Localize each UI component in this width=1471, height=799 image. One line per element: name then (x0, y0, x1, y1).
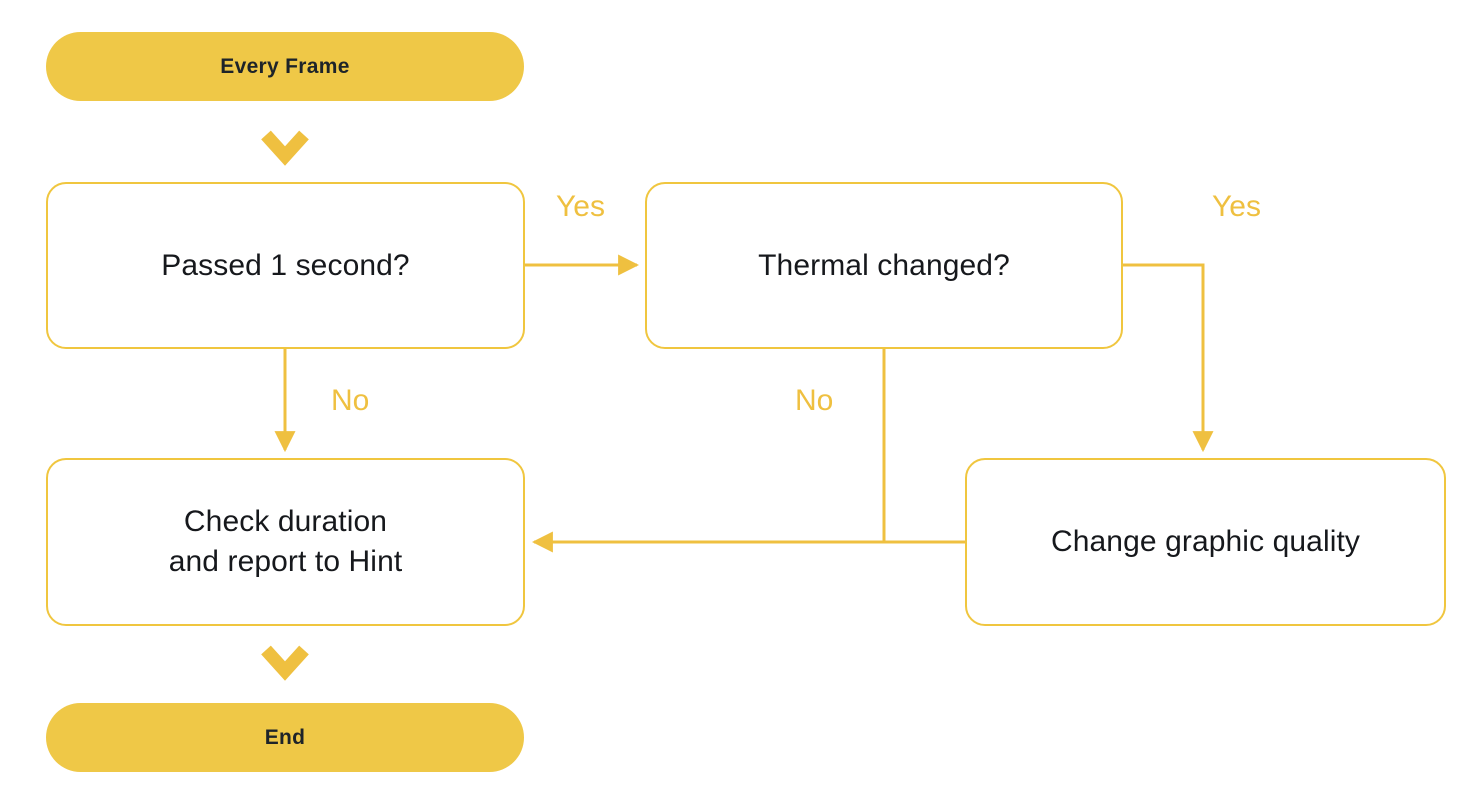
node-end-label: End (264, 725, 306, 749)
edge-label-passed-no: No (331, 384, 370, 417)
node-passed-1-second[interactable]: Passed 1 second? (46, 182, 525, 349)
edge-thermal-no-line (531, 349, 886, 553)
node-end[interactable]: End (46, 703, 524, 772)
edge-thermal-yes-line (1122, 263, 1214, 453)
node-check-duration-line1: Check duration (183, 505, 388, 539)
node-check-duration-line2: and report to Hint (168, 545, 403, 578)
edge-label-passed-yes: Yes (556, 190, 605, 223)
node-change-graphic-quality[interactable]: Change graphic quality (965, 458, 1446, 626)
chevron-down-icon-bottom (261, 645, 309, 681)
node-every-frame[interactable]: Every Frame (46, 32, 524, 101)
node-check-duration[interactable]: Check duration and report to Hint (46, 458, 525, 626)
node-check-duration-label: Check duration and report to Hint (169, 502, 403, 582)
node-every-frame-label: Every Frame (220, 54, 350, 78)
edge-label-thermal-no: No (795, 384, 834, 417)
chevron-down-icon-top (261, 130, 309, 166)
edge-label-thermal-yes: Yes (1212, 190, 1261, 223)
node-change-graphic-quality-label: Change graphic quality (1050, 525, 1361, 559)
node-passed-1-second-label: Passed 1 second? (161, 248, 410, 282)
node-thermal-changed-label: Thermal changed? (758, 248, 1010, 282)
node-thermal-changed[interactable]: Thermal changed? (645, 182, 1123, 349)
